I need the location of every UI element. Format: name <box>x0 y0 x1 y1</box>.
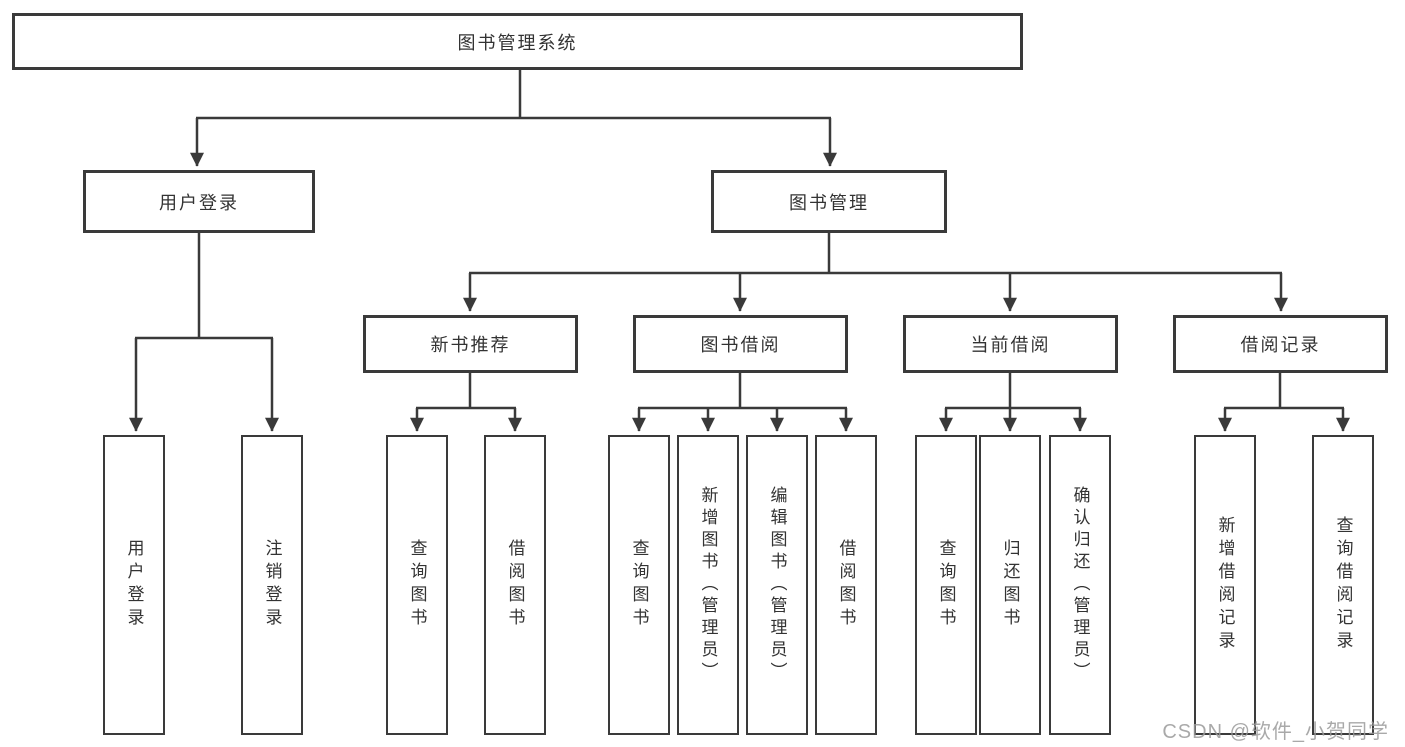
leaf-add-book-admin: 新增图书（管理员） <box>677 435 739 735</box>
node-borrow-record: 借阅记录 <box>1173 315 1388 373</box>
node-system-root: 图书管理系统 <box>12 13 1023 70</box>
node-current-borrow: 当前借阅 <box>903 315 1118 373</box>
csdn-watermark: CSDN @软件_小贺同学 <box>1162 721 1389 743</box>
leaf-add-borrow-record: 新增借阅记录 <box>1194 435 1256 735</box>
leaf-query-books-current: 查询图书 <box>915 435 977 735</box>
leaf-confirm-return-admin: 确认归还（管理员） <box>1049 435 1111 735</box>
leaf-query-books-recommend: 查询图书 <box>386 435 448 735</box>
leaf-query-borrow-record: 查询借阅记录 <box>1312 435 1374 735</box>
leaf-query-books-borrow: 查询图书 <box>608 435 670 735</box>
node-new-book-recommend: 新书推荐 <box>363 315 578 373</box>
leaf-user-login: 用户登录 <box>103 435 165 735</box>
leaf-borrow-books: 借阅图书 <box>815 435 877 735</box>
node-book-borrow: 图书借阅 <box>633 315 848 373</box>
node-book-management-branch: 图书管理 <box>711 170 947 233</box>
leaf-edit-book-admin: 编辑图书（管理员） <box>746 435 808 735</box>
leaf-return-books: 归还图书 <box>979 435 1041 735</box>
leaf-logout: 注销登录 <box>241 435 303 735</box>
node-user-login-branch: 用户登录 <box>83 170 315 233</box>
leaf-borrow-books-recommend: 借阅图书 <box>484 435 546 735</box>
